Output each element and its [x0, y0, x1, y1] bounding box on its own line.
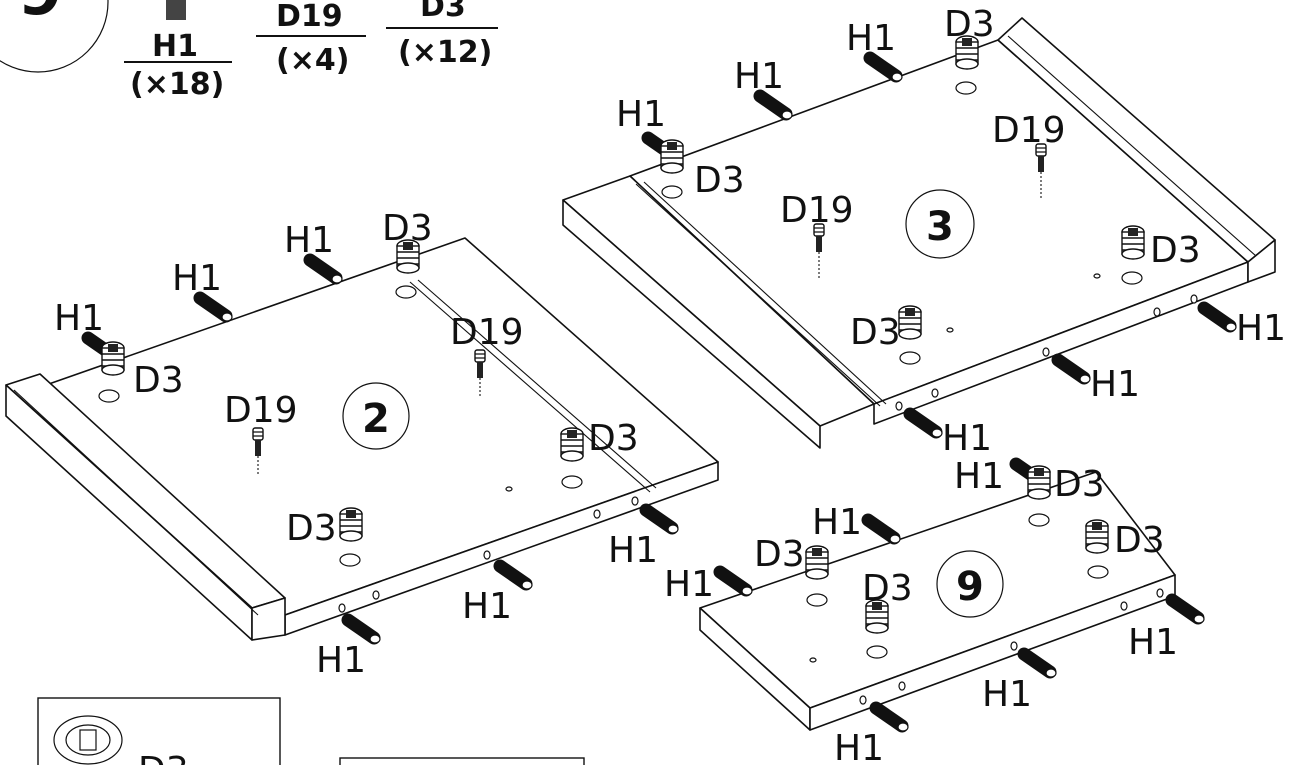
cam-lock-icon [560, 427, 584, 462]
dowel-icon [1058, 360, 1090, 383]
label-h1: H1 [734, 56, 784, 97]
panel-number-9: 9 [956, 564, 984, 610]
label-d3: D3 [850, 312, 901, 353]
label-h1: H1 [1090, 364, 1140, 405]
label-h1: H1 [172, 258, 222, 299]
detail-label-d3: D3 [138, 750, 189, 765]
label-h1: H1 [834, 728, 884, 765]
part-id-d19: D19 [276, 0, 343, 34]
label-d3: D3 [862, 568, 913, 609]
label-d3: D3 [1114, 520, 1165, 561]
detail-box [339, 757, 585, 765]
label-h1: H1 [664, 564, 714, 605]
label-d3: D3 [382, 208, 433, 249]
label-h1: H1 [608, 530, 658, 571]
label-h1: H1 [846, 18, 896, 59]
label-d3: D3 [133, 360, 184, 401]
label-d3: D3 [694, 160, 745, 201]
label-d3: D3 [754, 534, 805, 575]
dowel-icon [760, 96, 792, 119]
label-d3: D3 [1150, 230, 1201, 271]
part-qty-d3: (×12) [398, 35, 492, 70]
label-h1: H1 [1236, 308, 1286, 349]
label-h1: H1 [316, 640, 366, 681]
label-d19: D19 [780, 190, 854, 231]
dowel-icon [1172, 600, 1204, 623]
label-d3: D3 [588, 418, 639, 459]
label-h1: H1 [812, 502, 862, 543]
label-d3: D3 [1054, 464, 1105, 505]
dowel-icon [910, 414, 942, 437]
dowel-icon [166, 0, 186, 20]
dowel-icon [870, 58, 902, 81]
dowel-icon [868, 520, 900, 543]
parts-header: H1 (×18) D19 (×4) D3 (×12) [124, 0, 498, 102]
part-qty-d19: (×4) [276, 43, 349, 78]
label-h1: H1 [284, 220, 334, 261]
dowel-icon [200, 298, 232, 321]
dowel-icon [310, 260, 342, 283]
cam-lock-icon [1085, 519, 1109, 554]
label-d19: D19 [450, 312, 524, 353]
cam-lock-icon [898, 305, 922, 340]
cam-lock-icon [339, 507, 363, 542]
label-d19: D19 [224, 390, 298, 431]
dowel-icon [720, 572, 752, 595]
label-d19: D19 [992, 110, 1066, 151]
part-id-d3: D3 [420, 0, 466, 24]
part-id-h1: H1 [152, 29, 198, 64]
detail-box-d3: D3 [37, 697, 281, 765]
panel-number-2: 2 [362, 396, 390, 442]
label-d3: D3 [286, 508, 337, 549]
part-qty-h1: (×18) [130, 67, 224, 102]
label-d3: D3 [944, 4, 995, 45]
panel-9: 9 H1 H1 H1 D3 D3 D3 D3 H1 H1 H1 [664, 456, 1204, 765]
panel-3: 3 H1 H1 H1 D3 D3 D19 D19 D3 D3 H1 H1 H1 [562, 4, 1286, 459]
label-h1: H1 [1128, 622, 1178, 663]
panel-number-3: 3 [926, 204, 954, 250]
label-h1: H1 [616, 94, 666, 135]
cam-lock-icon [1027, 465, 1051, 500]
label-h1: H1 [54, 298, 104, 339]
label-h1: H1 [462, 586, 512, 627]
dowel-icon [1204, 308, 1236, 331]
step-badge: 9 [0, 0, 109, 73]
label-h1: H1 [954, 456, 1004, 497]
label-h1: H1 [982, 674, 1032, 715]
cam-lock-icon [805, 545, 829, 580]
cam-lock-icon [660, 139, 684, 174]
panel-2: 2 H1 H1 H1 D3 D3 D19 D19 D3 D3 H1 H1 H1 [5, 208, 719, 681]
cam-lock-icon [1121, 225, 1145, 260]
step-number: 9 [18, 0, 63, 30]
label-h1: H1 [942, 418, 992, 459]
cam-lock-icon [101, 341, 125, 376]
